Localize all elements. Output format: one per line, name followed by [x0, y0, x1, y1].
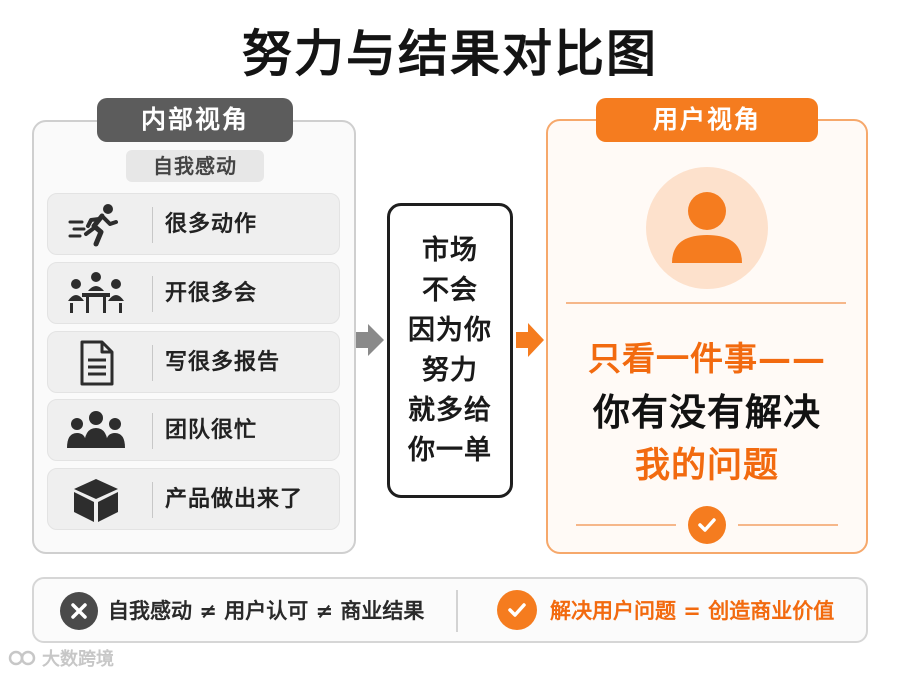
summary-divider	[456, 590, 458, 632]
right-bottom-line-right	[738, 524, 838, 526]
item-divider	[152, 482, 153, 518]
item-label: 开很多会	[165, 281, 258, 306]
market-message-line: 就多给	[408, 394, 492, 426]
summary-left-text: 自我感动 ≠ 用户认可 ≠ 商业结果	[108, 599, 425, 623]
right-bottom-line-left	[576, 524, 676, 526]
gray-right-arrow-icon	[356, 324, 384, 356]
item-divider	[152, 413, 153, 449]
x-circle-icon	[60, 592, 98, 630]
watermark: 大数跨境	[8, 644, 114, 672]
internal-perspective-tag: 内部视角	[97, 98, 293, 142]
item-divider	[152, 207, 153, 243]
item-label: 产品做出来了	[165, 487, 304, 512]
watermark-text: 大数跨境	[42, 649, 114, 670]
only-look-one-thing-text: 只看一件事——	[588, 339, 826, 378]
user-avatar-icon	[672, 192, 742, 263]
orange-right-arrow-icon	[516, 323, 544, 357]
page-title: 努力与结果对比图	[242, 25, 658, 83]
meeting-people-icon	[60, 271, 132, 317]
market-message-line: 市场	[422, 234, 478, 266]
summary-right-text: 解决用户问题 = 创造商业价值	[550, 599, 835, 623]
list-item: 开很多会	[47, 262, 340, 324]
item-label: 团队很忙	[165, 418, 258, 443]
check-circle-icon	[497, 590, 537, 630]
did-you-solve-text: 你有没有解决	[593, 391, 821, 434]
list-item: 团队很忙	[47, 399, 340, 461]
my-problem-text: 我的问题	[634, 446, 779, 486]
checkmark-icon	[688, 506, 726, 544]
market-message-line: 不会	[422, 274, 478, 306]
team-group-icon	[60, 408, 132, 454]
market-message-box: 市场 不会 因为你 努力 就多给 你一单	[387, 203, 513, 498]
list-item: 很多动作	[47, 193, 340, 255]
document-report-icon	[60, 340, 132, 386]
market-message-line: 你一单	[408, 434, 492, 466]
item-label: 写很多报告	[165, 350, 281, 375]
list-item: 写很多报告	[47, 331, 340, 393]
self-moved-subtag: 自我感动	[126, 150, 264, 182]
item-divider	[152, 345, 153, 381]
item-divider	[152, 276, 153, 312]
product-box-icon	[60, 477, 132, 523]
user-perspective-tag: 用户视角	[596, 98, 818, 142]
item-label: 很多动作	[165, 212, 258, 237]
summary-bar	[32, 577, 868, 643]
avatar	[646, 167, 768, 289]
list-item: 产品做出来了	[47, 468, 340, 530]
right-divider	[566, 302, 846, 304]
running-person-icon	[60, 202, 132, 248]
market-message-line: 努力	[422, 354, 478, 386]
brand-logo-icon	[8, 650, 36, 666]
market-message-line: 因为你	[408, 314, 492, 346]
